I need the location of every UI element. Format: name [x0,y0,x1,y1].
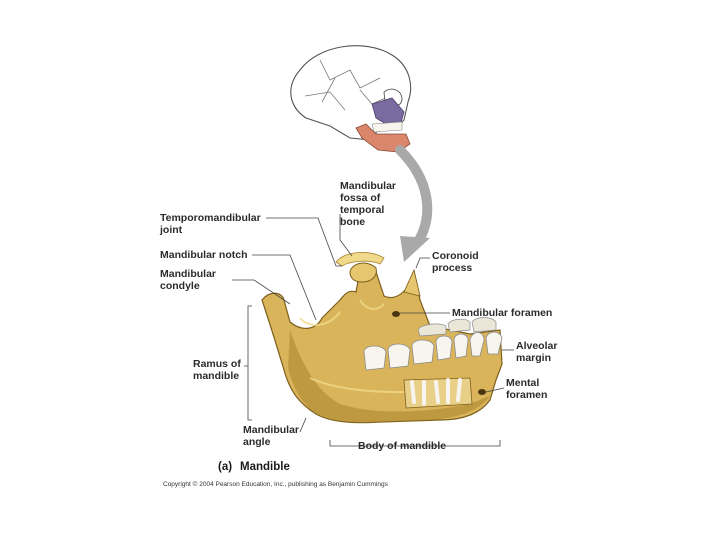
tooth-roots [410,378,462,406]
label-mandibular-angle: Mandibular angle [243,424,300,448]
pointer-arrow-shaft [395,145,433,247]
skull-upper-teeth [371,121,403,133]
leader-body-bracket [329,440,501,447]
leader-lines [232,214,514,447]
caption-part-letter: (a) [218,461,233,473]
leader-coronoid [415,257,430,269]
molar-1 [363,345,387,371]
leader-condyle [232,279,291,305]
premolar-2 [453,333,469,359]
coronoid [403,268,421,297]
incisors [485,331,503,355]
canine [469,332,485,357]
leader-notch [252,254,317,321]
label-body-of-mandible: Body of mandible [358,440,447,452]
label-temporomandibular-joint: Temporomandibular joint [160,212,261,236]
label-mandibular-fossa: Mandibular fossa of temporal bone [340,180,397,228]
label-mandibular-condyle: Mandibular condyle [160,268,217,292]
lower-teeth [363,317,503,371]
mandibular-foramen-hole [392,311,400,317]
molar-3 [411,339,435,365]
back-teeth [417,317,497,337]
premolar-1 [435,335,453,361]
label-mental-foramen: Mental foramen [506,377,548,401]
label-mandibular-notch: Mandibular notch [160,249,248,261]
mandible-highlight [355,123,411,153]
label-mandibular-foramen: Mandibular foramen [452,307,553,319]
copyright-line: Copyright © 2004 Pearson Education, Inc.… [163,481,388,488]
skull-thumbnail [290,45,412,153]
pointer-arrow-head [400,236,430,262]
leader-fossa [339,214,353,257]
mental-foramen-hole [478,389,486,395]
leader-mental [485,387,505,393]
leader-tmj [266,217,342,267]
label-coronoid-process: Coronoid process [432,250,479,274]
molar-2 [387,343,411,369]
leader-angle [299,417,307,433]
label-ramus-of-mandible: Ramus of mandible [193,358,241,382]
caption-title: Mandible [240,461,290,473]
leader-ramus-bracket [244,305,252,421]
label-alveolar-margin: Alveolar margin [516,340,558,364]
mandible [261,262,503,424]
cranium-sutures [304,59,391,111]
condyle [349,262,377,283]
